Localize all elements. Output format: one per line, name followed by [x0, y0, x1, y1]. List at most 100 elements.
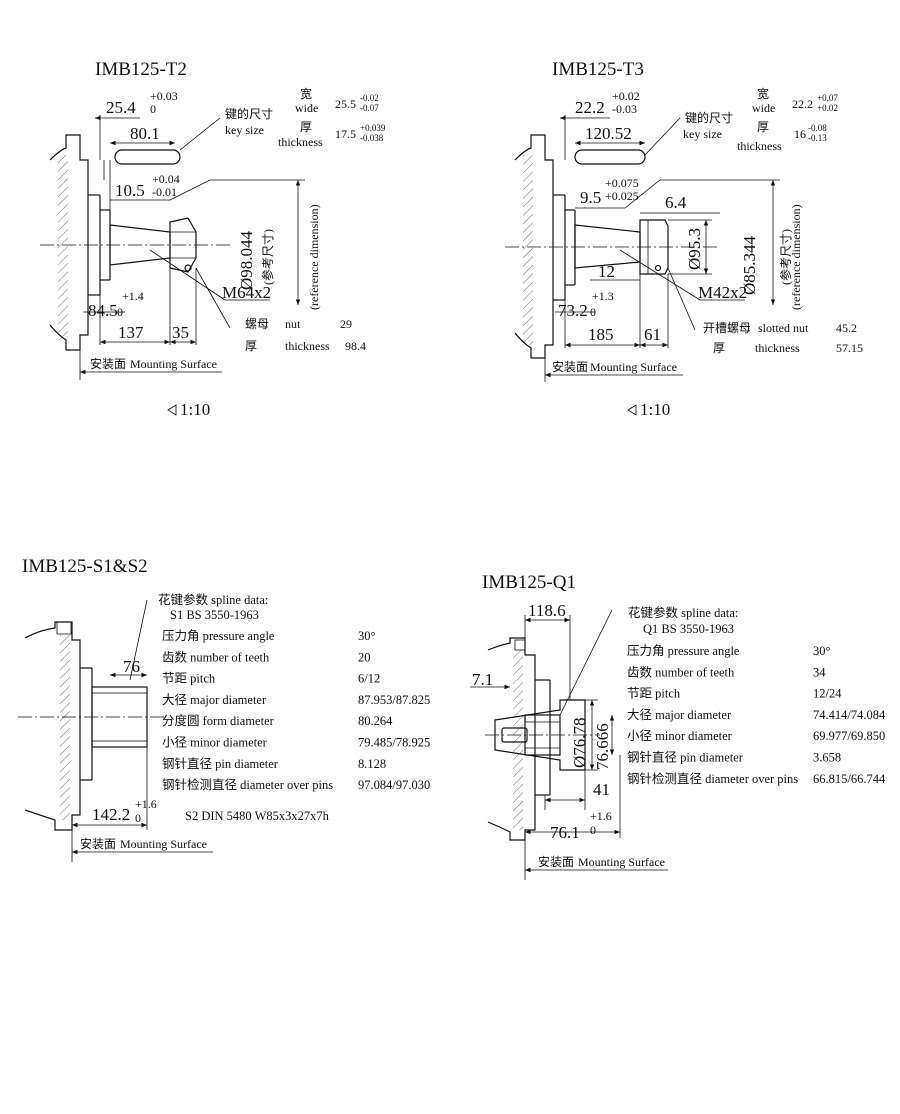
- q1-drawing: IMB125-Q1 118.6 7.1 Ø76.78 76.666: [470, 572, 886, 880]
- t3-key-length: 120.52: [585, 124, 632, 143]
- t3-nut-cn: 开槽螺母: [703, 321, 751, 335]
- s1-s2-note: S2 DIN 5480 W85x3x27x7h: [185, 809, 330, 823]
- t2-taper-tol-low: -0.01: [152, 185, 177, 199]
- s1-len: 142.2: [92, 805, 130, 824]
- s1-spline-row-label: 齿数 number of teeth: [162, 649, 270, 664]
- q1-len: 76.1: [550, 823, 580, 842]
- t2-taper-symbol: [167, 404, 177, 416]
- s1-spline-row-label: 分度圆 form diameter: [162, 713, 275, 728]
- t3-thick-tol-low: -0.13: [808, 133, 827, 143]
- t2-thick-main: 17.5: [335, 127, 356, 141]
- t3-wide-main: 22.2: [792, 97, 813, 111]
- s1-len-tol-low: 0: [135, 811, 141, 825]
- t3-wide-tol-low: +0.02: [817, 103, 838, 113]
- t3-key: [574, 149, 646, 165]
- t2-key-size-en: key size: [225, 123, 264, 137]
- q1-len-41: 41: [593, 780, 610, 799]
- t2-key-dim-tol-low: 0: [150, 102, 156, 116]
- q1-spline-row-value: 12/24: [813, 687, 842, 701]
- t3-shoulder-tol-low: 0: [590, 305, 596, 319]
- t2-shoulder-tol-low: 0: [117, 305, 123, 319]
- s1-spline-row-value: 97.084/97.030: [358, 778, 430, 792]
- s1-spline-row-value: 79.485/78.925: [358, 736, 430, 750]
- t3-ref-cn: (参考尺寸): [778, 229, 793, 285]
- t3-wide-tol-up: +0.07: [817, 93, 838, 103]
- q1-spline-row-label: 钢针直径 pin diameter: [627, 750, 744, 765]
- s1-spline-row-value: 6/12: [358, 672, 380, 686]
- t3-wide-en: wide: [752, 101, 775, 115]
- q1-standard: Q1 BS 3550-1963: [643, 622, 734, 636]
- t2-len-a: 137: [118, 323, 144, 342]
- q1-spline-row-label: 齿数 number of teeth: [627, 664, 735, 679]
- t3-mount-en: Mounting Surface: [590, 360, 677, 374]
- t2-thick-cn: 厚: [300, 120, 312, 134]
- t2-thick-tol-up: +0.039: [360, 123, 386, 133]
- t2-wide-cn: 宽: [300, 86, 312, 101]
- q1-len-tol-low: 0: [590, 823, 596, 837]
- q1-housing: [487, 637, 551, 841]
- t3-wide-cn: 宽: [757, 86, 769, 101]
- t3-key-size-cn: 键的尺寸: [685, 110, 733, 125]
- q1-spline-row-value: 3.658: [813, 751, 841, 765]
- s1-spline-len: 76: [123, 657, 140, 676]
- t2-key-dim-tol-up: +0.03: [150, 89, 178, 103]
- t2-len-b: 35: [172, 323, 189, 342]
- q1-top-len: 118.6: [528, 601, 566, 620]
- t3-nut-val: 45.2: [836, 321, 857, 335]
- t2-mount-cn: 安装面: [90, 356, 126, 371]
- t3-thick-tol-up: -0.08: [808, 123, 827, 133]
- t2-diameter: Ø98.044: [237, 230, 256, 290]
- s1-spline-row-label: 压力角 pressure angle: [162, 629, 275, 643]
- t2-key-size-cn: 键的尺寸: [225, 106, 273, 121]
- t2-nut-val: 29: [340, 317, 352, 331]
- s1-spline-row-label: 大径 major diameter: [162, 693, 267, 707]
- t3-ref-en: (reference dimension): [789, 204, 803, 310]
- t2-housing: [49, 134, 111, 351]
- s1-title: IMB125-S1&S2: [22, 556, 148, 577]
- t2-key-dim: 25.4: [106, 98, 136, 117]
- q1-spline-row-value: 69.977/69.850: [813, 729, 885, 743]
- q1-spline-row-value: 34: [813, 665, 826, 679]
- s1-standard: S1 BS 3550-1963: [170, 608, 259, 622]
- t2-taper-ratio: 1:10: [180, 400, 210, 419]
- q1-spline-row-label: 小径 minor diameter: [627, 729, 733, 743]
- t2-mount-en: Mounting Surface: [130, 357, 217, 371]
- t2-nut-thick-en: thickness: [285, 339, 330, 353]
- s1-spline-row-label: 节距 pitch: [162, 672, 216, 686]
- t2-thread: M64x2: [222, 283, 271, 302]
- t3-thread: M42x2: [698, 283, 747, 302]
- t3-len-b: 61: [644, 325, 661, 344]
- t3-tapered-shaft: [574, 149, 669, 275]
- t3-drawing: IMB125-T3 22.2 +0.02 -0.03 120.52 键的尺寸: [505, 59, 863, 419]
- t2-tapered-shaft: [109, 149, 197, 273]
- s1-len-tol-up: +1.6: [135, 797, 157, 811]
- s1-spline-row-value: 20: [358, 650, 371, 664]
- s1-spline-row-value: 8.128: [358, 757, 386, 771]
- t3-housing: [514, 134, 576, 359]
- t2-title: IMB125-T2: [95, 59, 187, 80]
- t2-thick-tol-low: -0.038: [360, 133, 384, 143]
- s1-housing: [24, 621, 93, 831]
- t3-taper-tol-low: +0.025: [605, 189, 639, 203]
- t2-taper-tol-up: +0.04: [152, 172, 180, 186]
- t2-thick-en: thickness: [278, 135, 323, 149]
- t3-nut-en: slotted nut: [758, 321, 809, 335]
- t2-wide-main: 25.5: [335, 97, 356, 111]
- t3-nut-thick-cn: 厚: [713, 341, 725, 355]
- q1-dia2: 76.666: [593, 723, 612, 770]
- t2-drawing: IMB125-T2 25.4 +0.03: [40, 59, 386, 419]
- q1-spline-row-value: 74.414/74.084: [813, 708, 886, 722]
- t3-shoulder-dim: 73.2: [558, 301, 588, 320]
- t3-end-dia: Ø95.3: [685, 228, 704, 270]
- t3-title: IMB125-T3: [552, 59, 644, 80]
- q1-spline-row-label: 节距 pitch: [627, 687, 681, 701]
- t3-taper-symbol: [627, 404, 637, 416]
- t3-mid-len: 12: [598, 262, 615, 281]
- t3-len-a: 185: [588, 325, 614, 344]
- q1-spline-header: 花键参数 spline data:: [628, 605, 738, 620]
- t3-nut-thick-val: 57.15: [836, 341, 863, 355]
- t3-key-dim: 22.2: [575, 98, 605, 117]
- t2-taper-dim: 10.5: [115, 181, 145, 200]
